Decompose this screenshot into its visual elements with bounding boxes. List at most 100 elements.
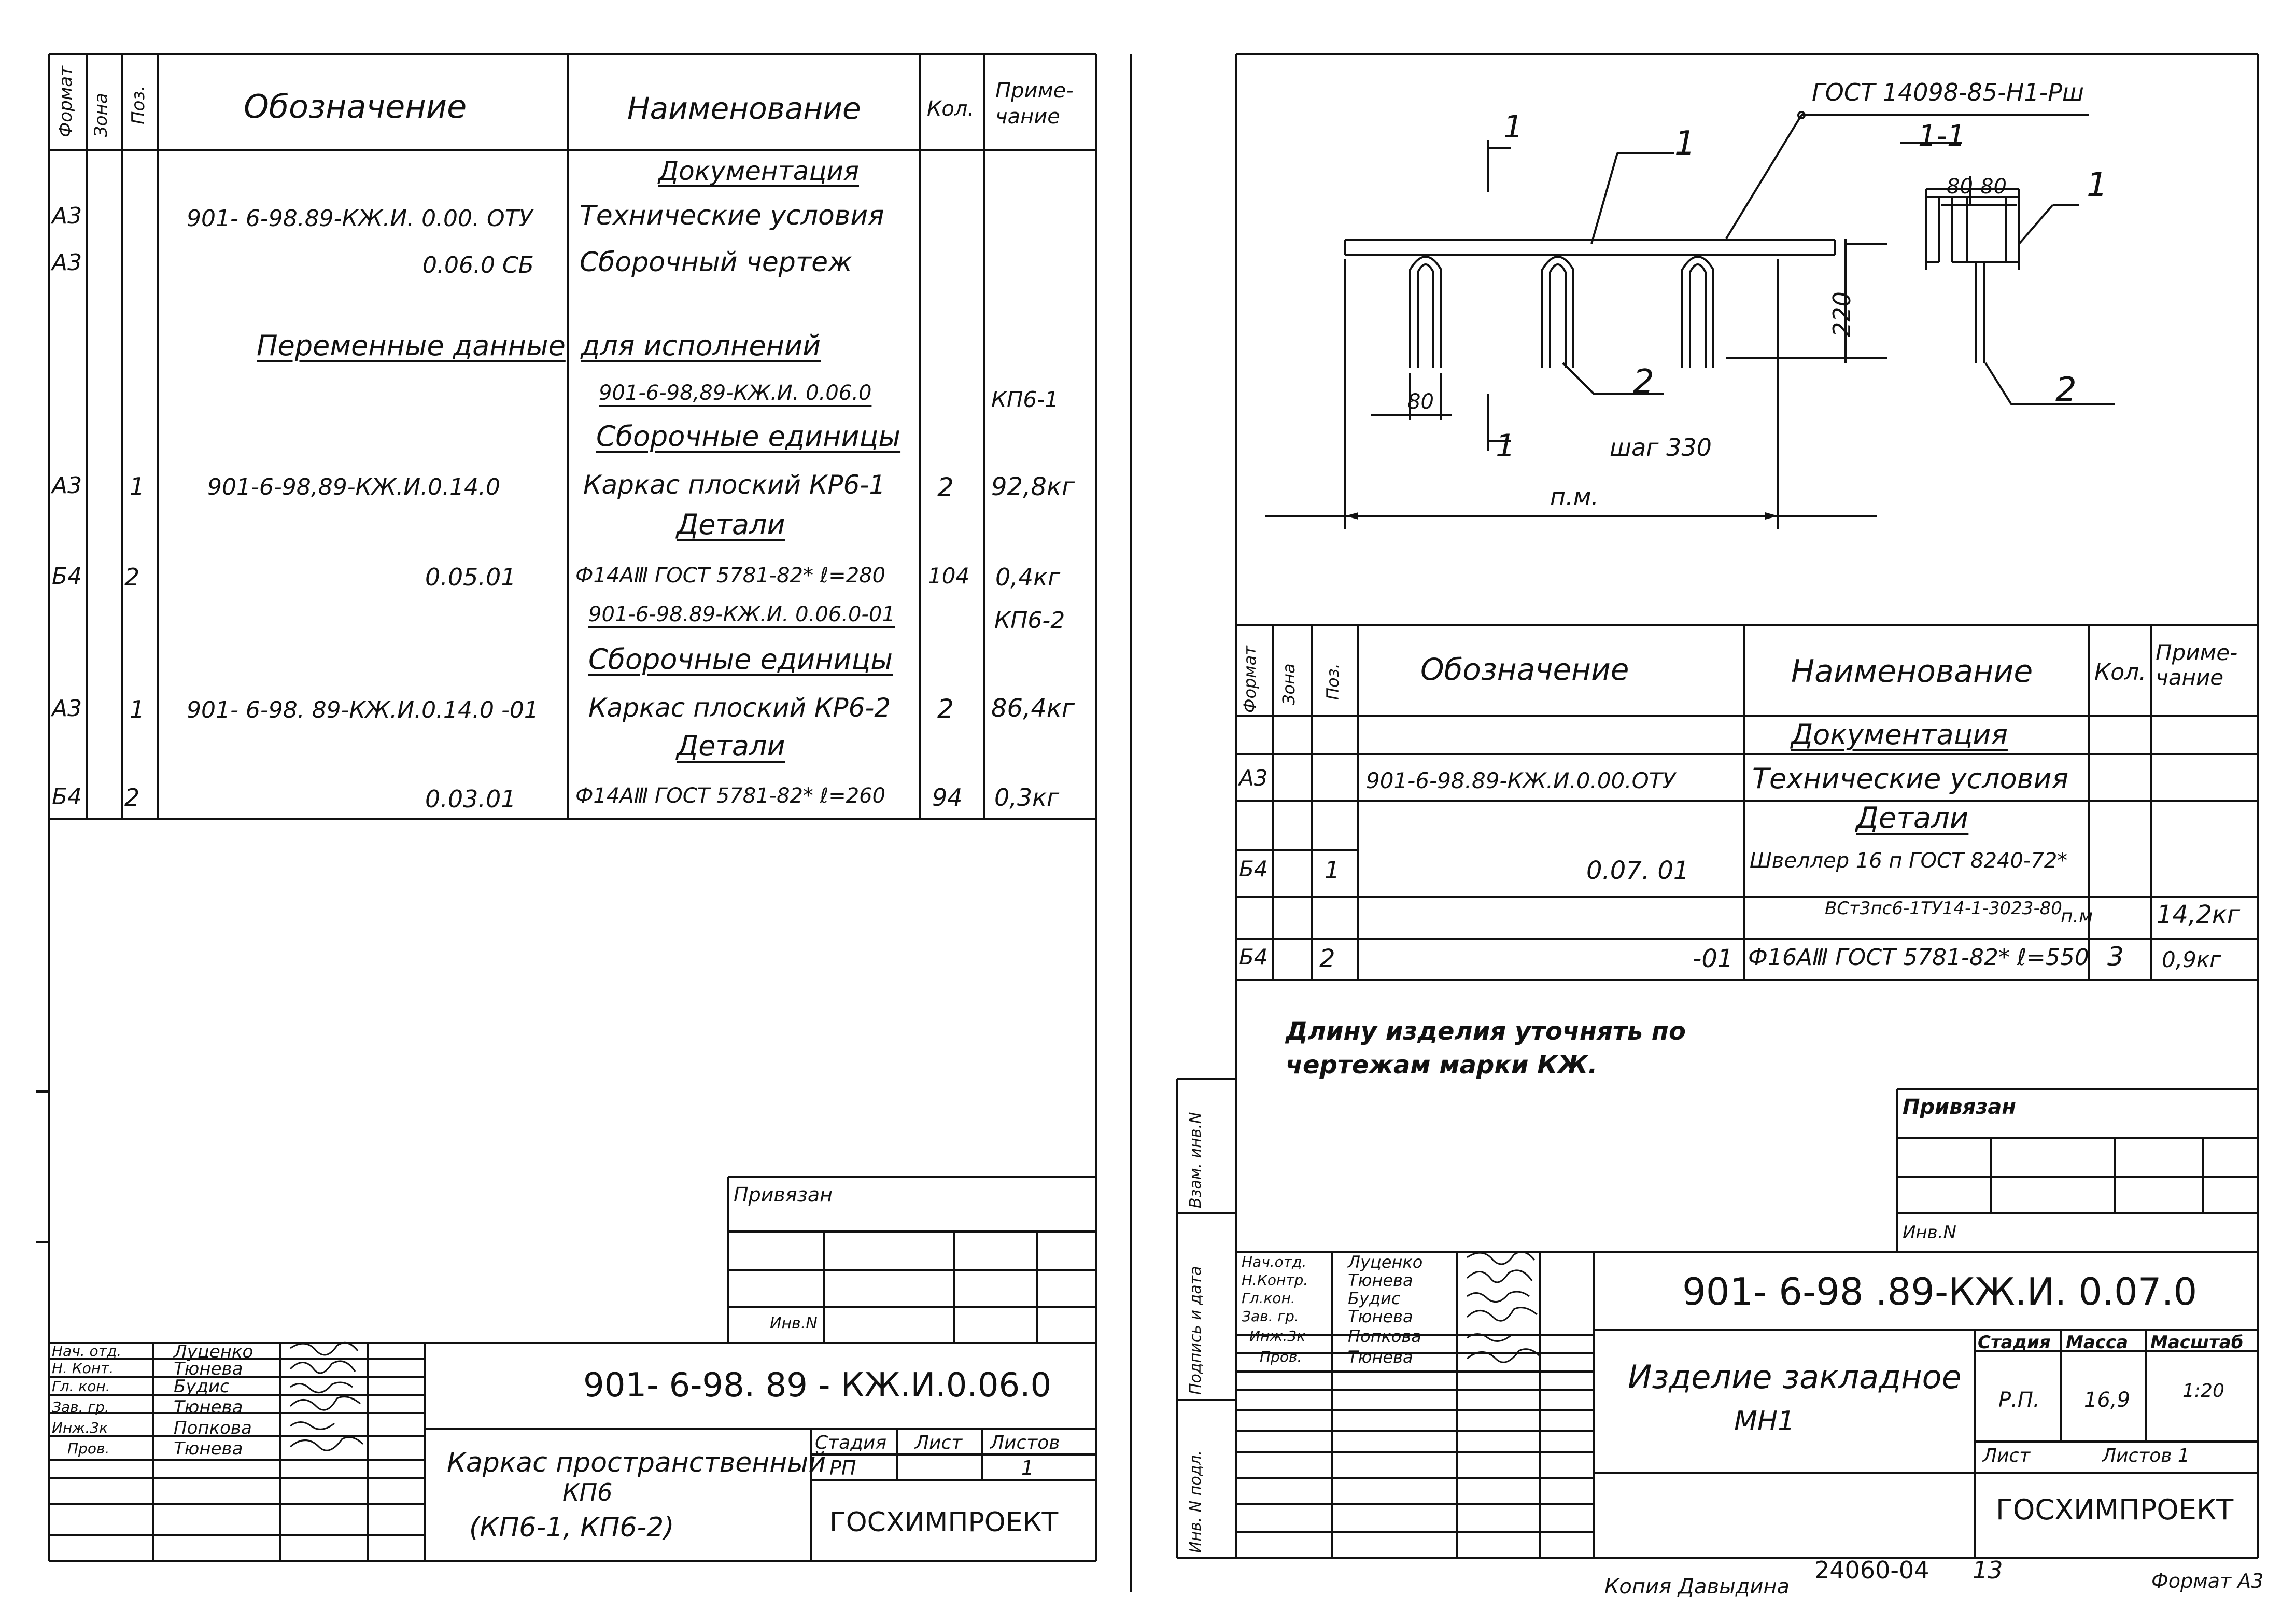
role-label: Пров. bbox=[1260, 1348, 1302, 1365]
table-row-qty: 94 bbox=[932, 783, 963, 812]
table-row-name: Сборочный чертеж bbox=[580, 247, 852, 278]
stage-header: Стадия bbox=[1978, 1332, 2051, 1353]
col-qty-header: Кол. bbox=[927, 97, 975, 121]
person-name: Тюнева bbox=[1348, 1270, 1413, 1290]
scale-value: 1:20 bbox=[2182, 1380, 2224, 1402]
person-name: Луценко bbox=[174, 1341, 253, 1362]
role-label: Пров. bbox=[67, 1440, 110, 1457]
table-row-note: 0,4кг bbox=[995, 563, 1061, 591]
format-label: Формат А3 bbox=[2151, 1570, 2264, 1592]
col-qty-header: Кол. bbox=[2094, 659, 2147, 685]
table-row-name2: ВСт3пс6-1ТУ14-1-3023-80 bbox=[1825, 898, 2062, 919]
col-name-header: Наименование bbox=[627, 91, 861, 126]
section-mark-top: 1 bbox=[1503, 109, 1524, 145]
stage-header: Стадия bbox=[815, 1432, 887, 1453]
org-name: ГОСХИМПРОЕКТ bbox=[829, 1507, 1059, 1538]
table-row-name: Детали bbox=[677, 508, 785, 541]
table-row-format: А3 bbox=[1239, 765, 1268, 791]
table-row-designation: 0.07. 01 bbox=[1586, 856, 1689, 885]
table-row-qty: 2 bbox=[937, 472, 954, 502]
section-pos1: 1 bbox=[2087, 166, 2108, 204]
table-row-format: Б4 bbox=[1239, 856, 1268, 882]
role-label: Нач.отд. bbox=[1242, 1253, 1307, 1270]
side-label-replace: Взам. инв.N bbox=[1187, 1112, 1205, 1208]
section-mark-bottom: 1 bbox=[1496, 428, 1516, 464]
table-row-note: 86,4кг bbox=[991, 694, 1075, 723]
person-name: Попкова bbox=[1348, 1326, 1421, 1346]
table-row-qty: 2 bbox=[937, 694, 954, 724]
role-label: Н. Конт. bbox=[52, 1360, 114, 1377]
sheet-header: Лист bbox=[1983, 1445, 2031, 1466]
pos2-callout: 2 bbox=[1633, 363, 1654, 401]
table-row-designation: 0.05.01 bbox=[425, 563, 516, 591]
person-name: Тюнева bbox=[174, 1359, 243, 1379]
role-label: Инж.3к bbox=[52, 1419, 108, 1436]
table-row-designation: 0.03.01 bbox=[425, 785, 516, 813]
section-pos2: 2 bbox=[2055, 371, 2077, 409]
side-label-inv: Инв. N подл. bbox=[1187, 1450, 1205, 1553]
col-format-header: Формат bbox=[55, 66, 76, 137]
scale-header: Масштаб bbox=[2150, 1332, 2244, 1353]
person-name: Тюнева bbox=[174, 1397, 243, 1418]
person-name: Тюнева bbox=[1348, 1307, 1413, 1326]
dim-220: 220 bbox=[1828, 291, 1856, 337]
table-row-pos: 1 bbox=[130, 695, 145, 723]
person-name: Будис bbox=[1348, 1289, 1401, 1308]
privyazan-label: Привязан bbox=[734, 1183, 833, 1206]
table-row: Документация bbox=[658, 156, 859, 186]
table-row-qty: 104 bbox=[928, 563, 970, 589]
col-pos-header: Поз. bbox=[1323, 663, 1343, 700]
role-label: Гл. кон. bbox=[52, 1378, 110, 1395]
sheets-value: 1 bbox=[1021, 1457, 1034, 1479]
sheet-number: 13 bbox=[1973, 1556, 2003, 1584]
gost-callout: ГОСТ 14098-85-Н1-Рш bbox=[1812, 78, 2084, 106]
sheet-header: Лист bbox=[915, 1432, 963, 1453]
table-row-pos: 1 bbox=[130, 472, 145, 500]
table-row-name: 901-6-98.89-КЖ.И. 0.06.0-01 bbox=[588, 603, 895, 626]
table-row-note: КП6-1 bbox=[991, 387, 1059, 412]
table-row-designation: 0.06.0 СБ bbox=[422, 252, 534, 278]
table-row-name: Каркас плоский КР6-2 bbox=[588, 693, 891, 723]
role-label: Гл.кон. bbox=[1242, 1290, 1295, 1307]
role-label: Н.Контр. bbox=[1242, 1271, 1308, 1289]
role-label: Нач. отд. bbox=[52, 1342, 122, 1360]
table-row-pos: 2 bbox=[124, 783, 140, 812]
table-row-pos: 1 bbox=[1325, 856, 1340, 884]
drawing-title-line1: Каркас пространственный bbox=[447, 1447, 826, 1478]
dim-80a: 80 bbox=[1947, 175, 1973, 199]
table-row-format: Б4 bbox=[52, 783, 82, 810]
archive-number: 24060-04 bbox=[1814, 1556, 1929, 1584]
table-row-name: 901-6-98,89-КЖ.И. 0.06.0 bbox=[599, 381, 872, 405]
drawing-title-line3: (КП6-1, КП6-2) bbox=[469, 1512, 674, 1543]
role-label: Зав. гр. bbox=[1242, 1308, 1299, 1325]
step-label: шаг 330 bbox=[1610, 433, 1712, 461]
col-zone-header: Зона bbox=[91, 93, 111, 137]
person-name: Тюнева bbox=[174, 1438, 243, 1459]
table-row-name: для исполнений bbox=[581, 329, 821, 362]
table-row-designation: -01 bbox=[1693, 944, 1734, 973]
drawing-code: 901- 6-98 .89-КЖ.И. 0.07.0 bbox=[1682, 1270, 2198, 1313]
table-row-name: Документация bbox=[1791, 718, 2008, 751]
table-row-name: Технические условия bbox=[1752, 762, 2069, 795]
privyazan-label: Привязан bbox=[1903, 1095, 2017, 1119]
table-row-note: 92,8кг bbox=[991, 472, 1075, 501]
table-row-note: 0,3кг bbox=[994, 783, 1060, 812]
person-name: Попкова bbox=[174, 1418, 252, 1438]
table-row-note: 14,2кг bbox=[2157, 900, 2241, 929]
col-note-header: Приме- чание bbox=[2156, 640, 2238, 691]
inv-label: Инв.N bbox=[1903, 1222, 1956, 1243]
col-note-header: Приме- чание bbox=[995, 79, 1074, 129]
col-name-header: Наименование bbox=[1791, 653, 2033, 690]
col-designation-header: Обозначение bbox=[1420, 652, 1629, 687]
col-pos-header: Поз. bbox=[128, 85, 149, 124]
table-row-name: Детали bbox=[1856, 801, 1969, 835]
table-row-designation: 901- 6-98.89-КЖ.И. 0.00. ОТУ bbox=[187, 205, 533, 232]
table-row-format: А3 bbox=[52, 472, 82, 499]
sheets-header: Листов bbox=[990, 1432, 1060, 1453]
table-row-name: Сборочные единицы bbox=[588, 643, 893, 676]
note-line-1: Длину изделия уточнять по bbox=[1286, 1017, 1686, 1046]
table-row-designation: 901-6-98,89-КЖ.И.0.14.0 bbox=[207, 474, 501, 500]
org-name: ГОСХИМПРОЕКТ bbox=[1996, 1493, 2234, 1526]
